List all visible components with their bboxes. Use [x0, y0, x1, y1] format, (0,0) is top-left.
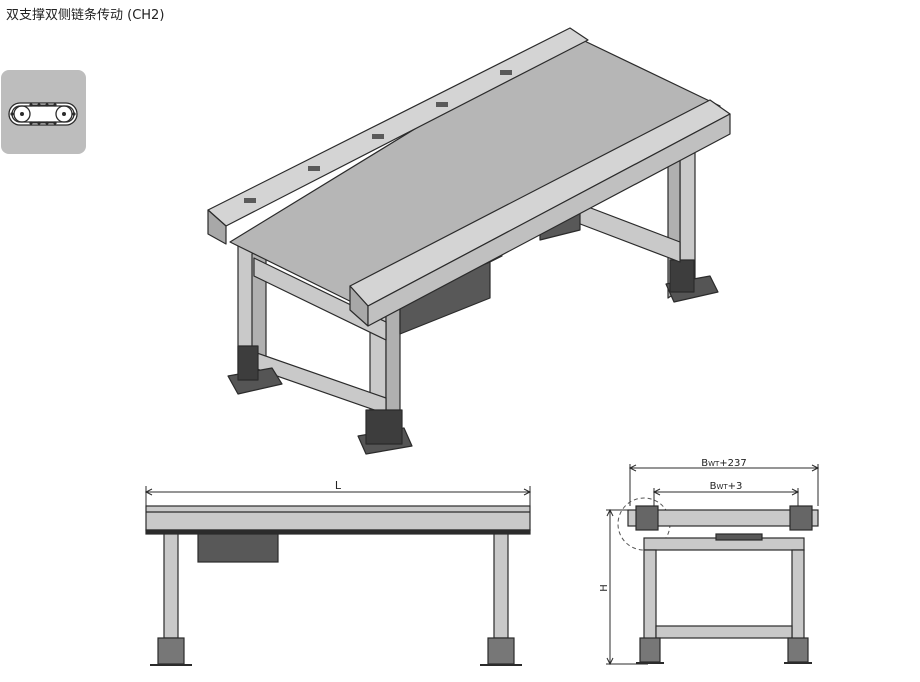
dimension-height-label: H	[599, 584, 610, 592]
chain-icon-card	[1, 70, 86, 154]
chain-sprocket-icon	[8, 102, 78, 126]
page-title: 双支撑双侧链条传动 (CH2)	[6, 8, 165, 23]
dimension-length-label: L	[335, 479, 342, 492]
dimension-outer-width-label: BWT+237	[701, 458, 747, 469]
front-elevation-view: L	[144, 479, 532, 666]
isometric-conveyor-view	[207, 27, 731, 455]
side-elevation-view: BWT+237 BWT+3 H	[599, 458, 820, 666]
dimension-inner-width-label: BWT+3	[710, 481, 743, 492]
